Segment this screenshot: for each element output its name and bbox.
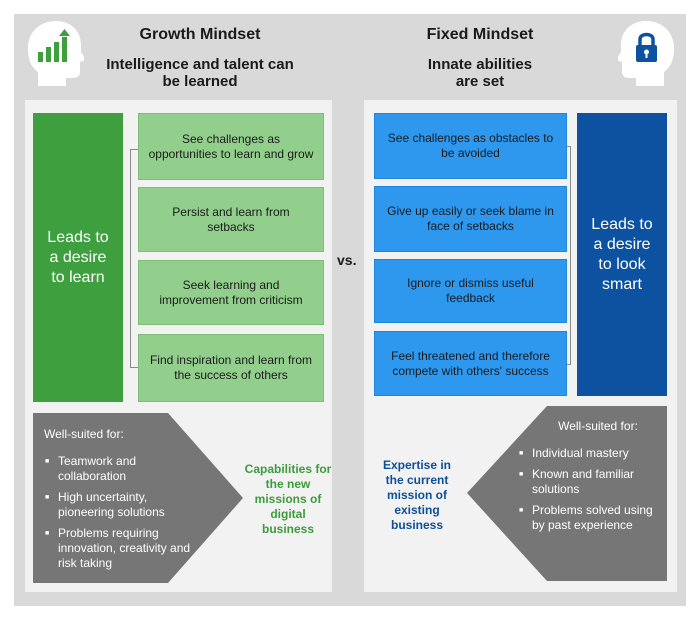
growth-bracket-tick: [130, 149, 138, 150]
growth-bracket: [130, 149, 131, 367]
growth-chart-head-icon: [28, 21, 84, 86]
growth-subtitle: Intelligence and talent can be learned: [106, 56, 294, 90]
growth-item: Seek learning and improvement from criti…: [138, 260, 324, 325]
growth-item: See challenges as opportunities to learn…: [138, 113, 324, 180]
vs-label: vs.: [337, 252, 357, 268]
fixed-bracket-tick: [567, 146, 571, 147]
growth-bracket-tick: [130, 367, 138, 368]
growth-title: Growth Mindset: [139, 26, 261, 43]
fixed-leads-to-box: Leads to a desire to look smart: [577, 113, 667, 396]
growth-item: Find inspiration and learn from the succ…: [138, 334, 324, 402]
fixed-subtitle: Innate abilities are set: [427, 56, 533, 90]
growth-capabilities: Capabilities for the new missions of dig…: [244, 462, 332, 536]
lock-head-icon: [618, 21, 674, 86]
growth-leads-to-text: Leads to a desire to learn: [47, 228, 109, 286]
growth-leads-to-box: Leads to a desire to learn: [33, 113, 123, 402]
growth-well-suited: Well-suited for: Teamwork and collaborat…: [44, 427, 194, 577]
growth-well-suited-label: Well-suited for:: [44, 427, 124, 441]
fixed-item: Ignore or dismiss useful feedback: [374, 259, 567, 323]
fixed-bracket: [570, 146, 571, 364]
growth-well-suited-item: Teamwork and collaboration: [44, 454, 194, 484]
growth-well-suited-item: Problems requiring innovation, creativit…: [44, 526, 194, 571]
growth-well-suited-item: High uncertainty, pioneering solutions: [44, 490, 194, 520]
fixed-well-suited: Well-suited for: Individual mastery Know…: [518, 419, 658, 539]
fixed-well-suited-item: Problems solved using by past experience: [518, 503, 658, 533]
fixed-expertise: Expertise in the current mission of exis…: [382, 458, 452, 532]
fixed-leads-to-text: Leads to a desire to look smart: [591, 215, 653, 293]
fixed-well-suited-item: Known and familiar solutions: [518, 467, 658, 497]
fixed-item: See challenges as obstacles to be avoide…: [374, 113, 567, 179]
fixed-title: Fixed Mindset: [426, 26, 534, 43]
fixed-bracket-tick: [567, 364, 571, 365]
fixed-well-suited-label: Well-suited for:: [558, 419, 638, 433]
fixed-item: Give up easily or seek blame in face of …: [374, 186, 567, 252]
growth-item: Persist and learn from setbacks: [138, 187, 324, 252]
fixed-item: Feel threatened and therefore compete wi…: [374, 331, 567, 396]
fixed-well-suited-item: Individual mastery: [518, 446, 658, 461]
